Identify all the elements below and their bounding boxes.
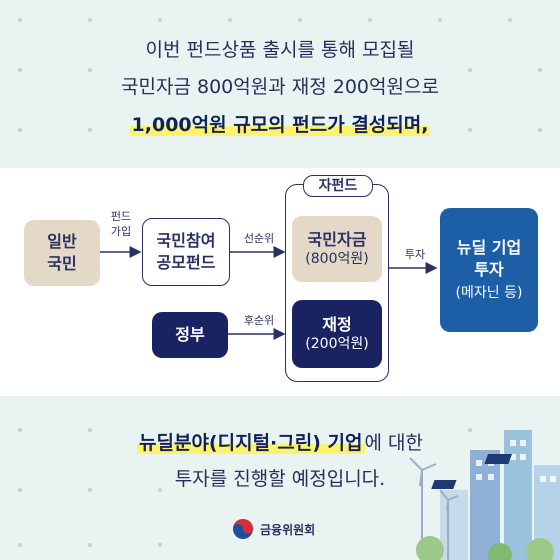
headline-line-2: 국민자금 800억원과 재정 200억원으로 [121, 76, 439, 98]
fsc-logo-text: 금융위원회 [260, 522, 316, 537]
public-offering-fund-box: 국민참여 공모펀드 [142, 218, 230, 286]
fiscal-amount: (200억원) [305, 336, 369, 353]
fund-join-label: 펀드 가입 [110, 210, 132, 238]
public-money-box: 국민자금 (800억원) [292, 216, 382, 282]
general-public-box: 일반 국민 [24, 220, 100, 286]
sub-fund-title: 자펀드 [303, 175, 373, 197]
government-box: 정부 [152, 312, 228, 358]
taegeuk-icon [233, 519, 253, 539]
new-deal-title: 뉴딜 기업 투자 [456, 237, 522, 279]
fiscal-title: 재정 [322, 314, 352, 334]
fund-structure-diagram: 일반 국민 펀드 가입 국민참여 공모펀드 선순위 자펀드 국민자금 (800억… [0, 168, 560, 396]
fiscal-box: 재정 (200억원) [292, 300, 382, 368]
headline-highlight: 1,000억원 규모의 펀드가 결성되며, [129, 114, 431, 136]
public-money-title: 국민자금 [307, 229, 367, 249]
bottom-line-2: 투자를 진행할 예정입니다. [174, 468, 386, 490]
junior-label: 후순위 [243, 314, 275, 327]
bottom-rest: 에 대한 [364, 432, 423, 454]
bottom-highlight: 뉴딜분야(디지털·그린) 기업 [137, 432, 365, 454]
green-city-illustration [409, 430, 560, 560]
headline-line-1: 이번 펀드상품 출시를 통해 모집될 [145, 39, 415, 61]
new-deal-sub: (메자닌 등) [455, 285, 523, 302]
diagram-arrows [100, 246, 438, 340]
invest-label: 투자 [404, 248, 426, 261]
public-money-amount: (800억원) [305, 251, 369, 268]
new-deal-investment-box: 뉴딜 기업 투자 (메자닌 등) [440, 208, 538, 332]
headline-line-3: 1,000억원 규모의 펀드가 결성되며, [0, 110, 560, 137]
senior-label: 선순위 [243, 232, 275, 245]
fsc-logo: 금융위원회 [232, 518, 315, 540]
